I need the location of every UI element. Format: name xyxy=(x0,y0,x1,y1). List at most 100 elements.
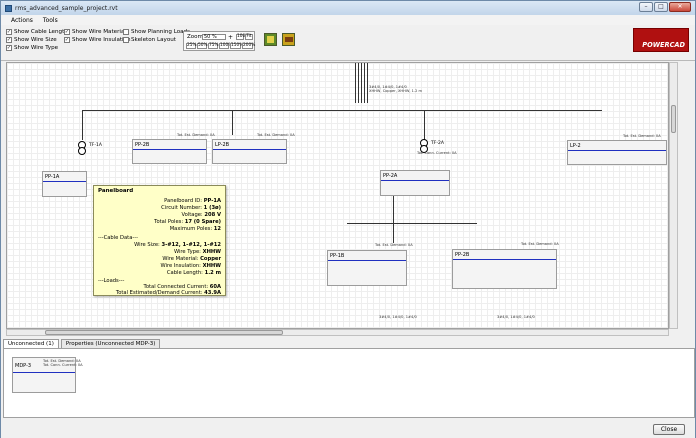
feeder-wire xyxy=(82,110,83,140)
tooltip-connected-current: Total Connected Current: 60A xyxy=(143,284,221,290)
tooltip-wire-insulation: Wire Insulation: XHHW xyxy=(160,263,222,269)
wire-note: XHHW, Copper, XHHW, 1.2 m xyxy=(369,89,423,93)
panel-bus xyxy=(133,149,206,150)
tooltip-wire-material: Wire Material: Copper xyxy=(162,256,221,262)
checkbox-icon[interactable]: ✓ xyxy=(6,28,12,35)
panel-label: LP-2B xyxy=(215,142,230,148)
panel-bus xyxy=(381,180,449,181)
horizontal-scrollbar[interactable] xyxy=(6,329,669,336)
toolbar: ✓Show Cable Length ✓Show Wire Size ✓Show… xyxy=(1,25,695,61)
tooltip-wire-size: Wire Size: 3-#12, 1-#12, 1-#12 xyxy=(134,242,221,248)
app-icon xyxy=(5,4,12,12)
panel-bus xyxy=(213,149,286,150)
panel-schedule-icon[interactable] xyxy=(282,33,295,46)
riser-wire xyxy=(367,63,368,103)
tooltip-loads-head: ---Loads--- xyxy=(98,278,125,284)
transformer-label: TF-1A xyxy=(89,143,102,148)
riser-wire xyxy=(361,63,362,103)
panel-bus xyxy=(568,150,666,151)
feeder-wire xyxy=(393,183,394,243)
feeder-wire xyxy=(424,110,425,140)
checkbox-icon[interactable]: ✓ xyxy=(6,36,12,43)
panel-label: PP-2B xyxy=(135,142,150,148)
tab-unconnected[interactable]: Unconnected (1) xyxy=(3,339,59,349)
zoom-in-button[interactable]: + xyxy=(228,34,234,41)
bottom-tabs: Unconnected (1) Properties (Unconnected … xyxy=(1,339,695,349)
riser-wire xyxy=(364,63,365,103)
checkbox-icon[interactable]: ✓ xyxy=(64,28,70,35)
zoom-200-button[interactable]: 200% xyxy=(242,43,256,49)
feeder-wire xyxy=(232,110,233,135)
export-icon[interactable] xyxy=(264,33,277,46)
option-show-wire-type[interactable]: ✓Show Wire Type xyxy=(6,44,59,51)
panel-mdp-3[interactable]: MDP-3 Tot. Est. Demand: 0A Tot. Conn. Cu… xyxy=(12,357,83,393)
zoom-label: Zoom xyxy=(187,34,203,40)
brand-text: POWERCAD xyxy=(642,41,685,49)
panel-pp-2b[interactable]: PP-2B xyxy=(132,139,207,164)
zoom-50-button[interactable]: 50% xyxy=(197,43,208,49)
minimize-button[interactable]: – xyxy=(639,2,653,12)
zoom-100-button[interactable]: 100% xyxy=(236,34,250,40)
main-bus-wire xyxy=(82,110,602,111)
powercad-logo: POWERCAD xyxy=(633,28,689,52)
panel-label: LP-2 xyxy=(570,143,581,149)
option-skeleton-layout[interactable]: Skeleton Layout xyxy=(123,37,176,43)
status-bar: Close xyxy=(1,420,695,438)
checkbox-icon[interactable]: ✓ xyxy=(64,36,70,43)
demand-note: Tot. Est. Demand: 0A xyxy=(177,133,215,137)
panel-lp-2[interactable]: LP-2 xyxy=(567,140,667,165)
unconnected-panel-area: MDP-3 Tot. Est. Demand: 0A Tot. Conn. Cu… xyxy=(3,348,695,418)
panel-pp-2b-lower[interactable]: PP-2B xyxy=(452,249,557,289)
schedule-glyph xyxy=(285,37,293,42)
tooltip-cable-head: ---Cable Data--- xyxy=(98,235,138,241)
current-note: Tot. Conn. Current: 0A xyxy=(43,363,83,367)
option-show-planning-loads[interactable]: Show Planning Loads xyxy=(123,29,190,35)
transformer-icon[interactable] xyxy=(420,145,428,153)
vertical-scrollbar[interactable] xyxy=(669,62,678,329)
checkbox-icon[interactable]: ✓ xyxy=(6,44,12,51)
zoom-75-button[interactable]: 75% xyxy=(208,43,219,49)
vertical-scroll-thumb[interactable] xyxy=(671,105,676,133)
panel-pp-2a[interactable]: PP-2A xyxy=(380,170,450,196)
checkbox-icon[interactable] xyxy=(123,37,129,43)
zoom-25-button[interactable]: 25% xyxy=(186,43,197,49)
diagram-canvas[interactable]: 3#4/0, 1#4/0, 1#4/0 XHHW, Copper, XHHW, … xyxy=(6,62,669,329)
option-show-wire-insulation[interactable]: ✓Show Wire Insulation xyxy=(64,36,131,43)
checkbox-icon[interactable] xyxy=(123,29,129,35)
zoom-select[interactable]: 50 % xyxy=(202,34,226,40)
cable-note: 3#4/0, 1#4/0, 1#4/0 xyxy=(497,315,535,319)
menu-tools[interactable]: Tools xyxy=(42,16,58,24)
window-title: rms_advanced_sample_project.rvt xyxy=(15,4,118,12)
panel-bus xyxy=(13,372,75,373)
transformer-label: TF-2A xyxy=(431,141,444,146)
riser-wire xyxy=(355,63,356,103)
demand-note: Tot. Est. Demand: 0A xyxy=(521,242,559,246)
option-show-wire-size[interactable]: ✓Show Wire Size xyxy=(6,36,57,43)
demand-note: Tot. Est. Demand: 0A xyxy=(257,133,295,137)
maximize-button[interactable]: □ xyxy=(654,2,668,12)
transformer-icon[interactable] xyxy=(78,147,86,155)
panel-bus xyxy=(43,181,86,182)
panel-lp-2b[interactable]: LP-2B xyxy=(212,139,287,164)
title-bar: rms_advanced_sample_project.rvt – □ ✕ xyxy=(1,1,695,15)
panel-pp-1a[interactable]: PP-1A xyxy=(42,171,87,197)
panel-bus xyxy=(453,259,556,260)
demand-note: Tot. Est. Demand: 0A xyxy=(43,359,81,363)
horizontal-scroll-thumb[interactable] xyxy=(45,330,283,335)
close-button[interactable]: Close xyxy=(653,424,685,435)
close-window-button[interactable]: ✕ xyxy=(669,2,691,12)
demand-note: Tot. Est. Demand: 0A xyxy=(623,134,661,138)
option-show-cable-length[interactable]: ✓Show Cable Length xyxy=(6,28,68,35)
zoom-100b-button[interactable]: 100% xyxy=(219,43,233,49)
menu-actions[interactable]: Actions xyxy=(11,16,33,24)
zoom-fit-button[interactable]: Fit xyxy=(245,34,253,40)
panel-pp-1b[interactable]: PP-1B xyxy=(327,250,407,286)
tooltip-panel-id: Panelboard ID: PP-1A xyxy=(164,198,221,204)
riser-wire xyxy=(358,63,359,103)
tooltip-demand-current: Total Estimated/Demand Current: 43.9A xyxy=(115,290,221,296)
tooltip-title: Panelboard xyxy=(98,188,134,194)
tab-properties[interactable]: Properties (Unconnected MDP-3) xyxy=(60,339,161,349)
option-show-wire-material[interactable]: ✓Show Wire Material xyxy=(64,28,126,35)
zoom-150-button[interactable]: 150% xyxy=(230,43,244,49)
